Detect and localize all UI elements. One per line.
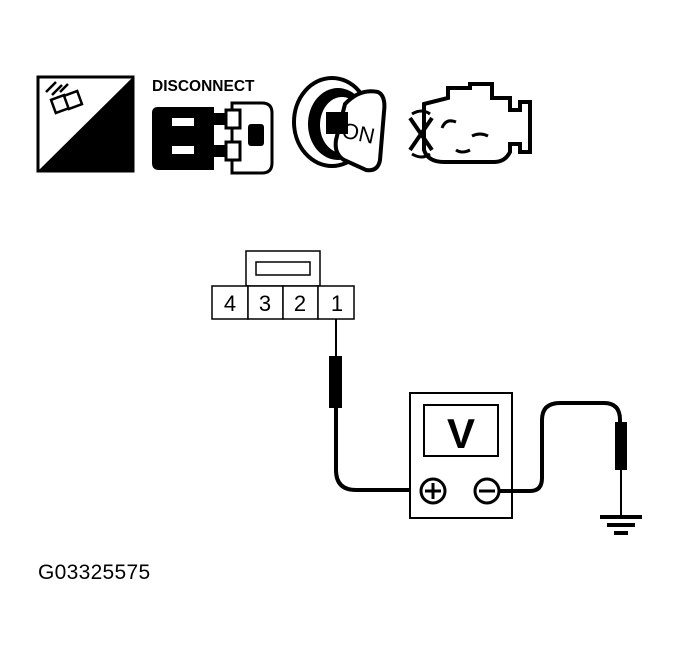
disconnect-label: DISCONNECT [152, 78, 255, 95]
pin-2: 2 [282, 285, 319, 320]
ignition-on-icon: ON [292, 76, 387, 173]
negative-terminal-icon [473, 477, 501, 505]
pin-4-label: 4 [224, 291, 236, 316]
pin-1: 1 [317, 285, 355, 320]
positive-probe [329, 319, 418, 492]
figure-id-caption: G03325575 [38, 561, 151, 584]
negative-probe [499, 401, 627, 515]
positive-terminal-icon [419, 477, 447, 505]
pin-1-label: 1 [331, 291, 343, 316]
harness-connector: 4 3 2 1 [211, 250, 355, 320]
pin-4: 4 [211, 285, 249, 320]
ts-icon: T.S. [36, 75, 135, 173]
meter-mode-label: V [447, 410, 475, 457]
disconnect-icon: DISCONNECT [152, 78, 274, 175]
ts-label: T.S. [82, 142, 125, 170]
voltmeter: V [409, 392, 513, 519]
pin-3-label: 3 [259, 291, 271, 316]
ground-icon [600, 515, 642, 535]
engine-stop-icon [408, 82, 532, 164]
pin-2-label: 2 [294, 291, 306, 316]
pin-3: 3 [247, 285, 284, 320]
